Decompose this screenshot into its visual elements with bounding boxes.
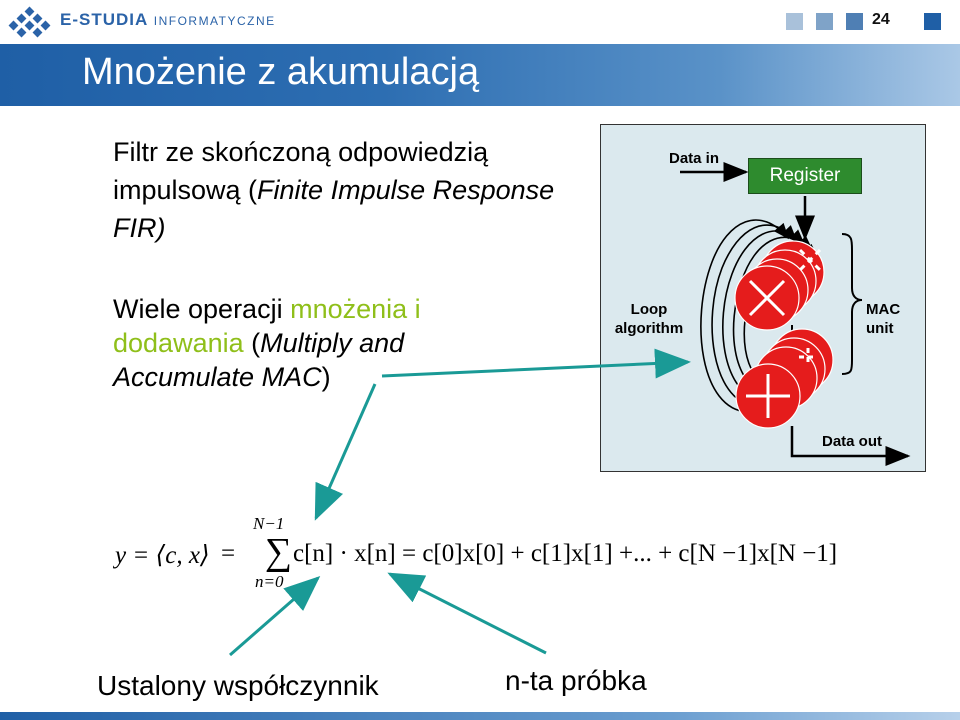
formula-sum-bottom: n=0 [255, 572, 284, 591]
formula-rhs: c[n] · x[n] = c[0]x[0] + c[1]x[1] +... +… [293, 540, 838, 567]
title-bar [0, 44, 960, 106]
bottom-bar [0, 712, 960, 720]
estudia-logo-icon [8, 6, 51, 38]
mac-label-line2: unit [866, 320, 894, 337]
formula-equals: = [221, 540, 236, 567]
paragraph-mac-highlight: mnożenia i dodawania [113, 294, 421, 358]
header-square-3 [846, 13, 863, 30]
loop-label-line1: Loop [630, 301, 668, 318]
mac-to-diagram-arrow [381, 348, 691, 379]
paragraph-mac-text-3: ) [321, 362, 331, 392]
mac-formula: y = ⟨c, x⟩ = N−1 ∑ n=0 c[n] · x[n] = c[0… [115, 510, 915, 600]
brand-sub: INFORMATYCZNE [153, 14, 276, 28]
data-out-label: Data out [822, 433, 882, 450]
paragraph-mac: Wiele operacji mnożenia i dodawania (Mul… [113, 292, 533, 394]
mac-to-formula-arrow [314, 383, 377, 521]
slide-title: Mnożenie z akumulacją [82, 51, 480, 93]
mac-brace [841, 233, 863, 375]
brand-name: E-STUDIA INFORMATYCZNE [60, 10, 276, 30]
sample-arrow [387, 572, 547, 655]
loop-label-line2: algorithm [614, 320, 684, 337]
mac-label-line1: MAC [866, 301, 901, 318]
header-square-2 [816, 13, 833, 30]
sum-icon: ∑ [265, 531, 293, 573]
paragraph-mac-italic: Multiply and Accumulate MAC [113, 328, 405, 392]
add-icon [746, 348, 817, 418]
paragraph-mac-text-2: ( [243, 328, 261, 358]
coefficient-arrow [229, 576, 321, 657]
formula-lhs: y = ⟨c, x⟩ [115, 542, 210, 569]
caption-sample: n-ta próbka [505, 665, 647, 696]
multiply-icon [748, 248, 822, 317]
paragraph-fir: Filtr ze skończoną odpowiedzią impulsową… [113, 133, 583, 247]
paragraph-mac-text-1: Wiele operacji [113, 294, 291, 324]
caption-coefficient: Ustalony współczynnik [97, 670, 379, 701]
header-square-4 [924, 13, 941, 30]
page-number: 24 [872, 11, 890, 28]
mac-unit-label: MAC unit [866, 300, 900, 338]
data-out-arrow [790, 426, 911, 466]
formula-sum-top: N−1 [253, 514, 285, 533]
data-in-label: Data in [669, 150, 720, 167]
paragraph-fir-text: Filtr ze skończoną odpowiedzią impulsową… [113, 137, 489, 205]
brand-main: E-STUDIA [60, 10, 149, 29]
loop-algorithm-label: Loop algorithm [604, 300, 694, 338]
register-block: Register [748, 158, 862, 194]
header-square-1 [786, 13, 803, 30]
add-units [735, 328, 834, 429]
paragraph-fir-italic: Finite Impulse Response FIR) [113, 175, 555, 243]
